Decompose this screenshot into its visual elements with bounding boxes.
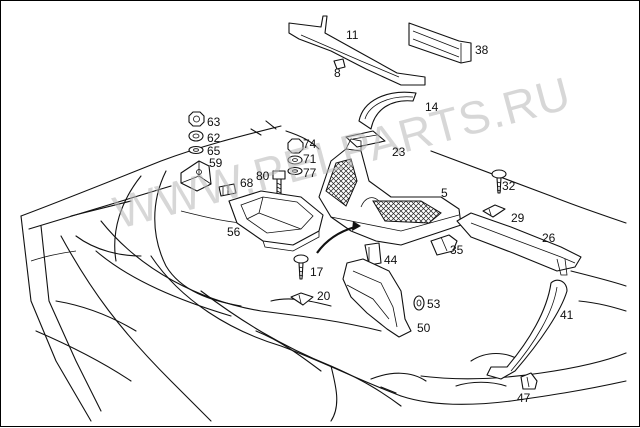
label-62: 62 <box>207 131 221 145</box>
vehicle-body-outline <box>20 120 627 422</box>
label-59: 59 <box>209 156 223 170</box>
part-41-hose <box>486 279 568 380</box>
label-53: 53 <box>427 297 441 311</box>
label-17: 17 <box>310 265 324 279</box>
label-71: 71 <box>303 152 317 166</box>
part-number-labels: 11 38 8 14 63 62 65 59 74 71 77 23 80 68… <box>207 28 574 405</box>
part-59-bracket <box>180 160 212 192</box>
label-41: 41 <box>560 308 574 322</box>
label-74: 74 <box>303 137 317 151</box>
label-44: 44 <box>384 253 398 267</box>
label-38: 38 <box>475 43 489 57</box>
label-35: 35 <box>450 243 464 257</box>
part-38-trim <box>408 22 472 64</box>
part-32-screw <box>491 169 507 194</box>
part-50-duct <box>342 258 412 338</box>
label-14: 14 <box>425 100 439 114</box>
part-26-strip <box>456 212 582 276</box>
label-77: 77 <box>303 166 317 180</box>
part-5-cowl-panel <box>318 138 462 246</box>
label-80: 80 <box>256 169 270 183</box>
label-5: 5 <box>441 186 448 200</box>
fasteners-63-62-65 <box>188 111 205 155</box>
part-35-bracket <box>430 234 458 256</box>
fasteners-74-71-77 <box>287 138 304 176</box>
label-29: 29 <box>511 211 525 225</box>
direction-arrow <box>316 221 361 254</box>
part-53-grommet <box>413 295 425 311</box>
part-8-clip <box>333 58 346 70</box>
label-65: 65 <box>207 144 221 158</box>
label-26: 26 <box>542 231 556 245</box>
label-50: 50 <box>417 321 431 335</box>
part-11-strip <box>288 15 426 86</box>
label-68: 68 <box>240 176 254 190</box>
label-23: 23 <box>392 145 406 159</box>
part-56-tray <box>228 190 324 252</box>
label-56: 56 <box>227 225 241 239</box>
part-14-seal <box>358 91 417 130</box>
part-44-block <box>364 242 382 266</box>
label-11: 11 <box>346 28 359 42</box>
part-29-clip <box>482 204 506 218</box>
part-20-clip <box>290 292 314 306</box>
part-68-clip <box>218 183 237 197</box>
label-32: 32 <box>502 179 516 193</box>
part-23-clip <box>345 130 386 148</box>
label-63: 63 <box>207 115 221 129</box>
part-17-screw <box>293 254 309 280</box>
label-20: 20 <box>317 289 331 303</box>
label-47: 47 <box>517 391 531 405</box>
label-8: 8 <box>334 66 341 80</box>
part-47-clip <box>520 372 538 390</box>
